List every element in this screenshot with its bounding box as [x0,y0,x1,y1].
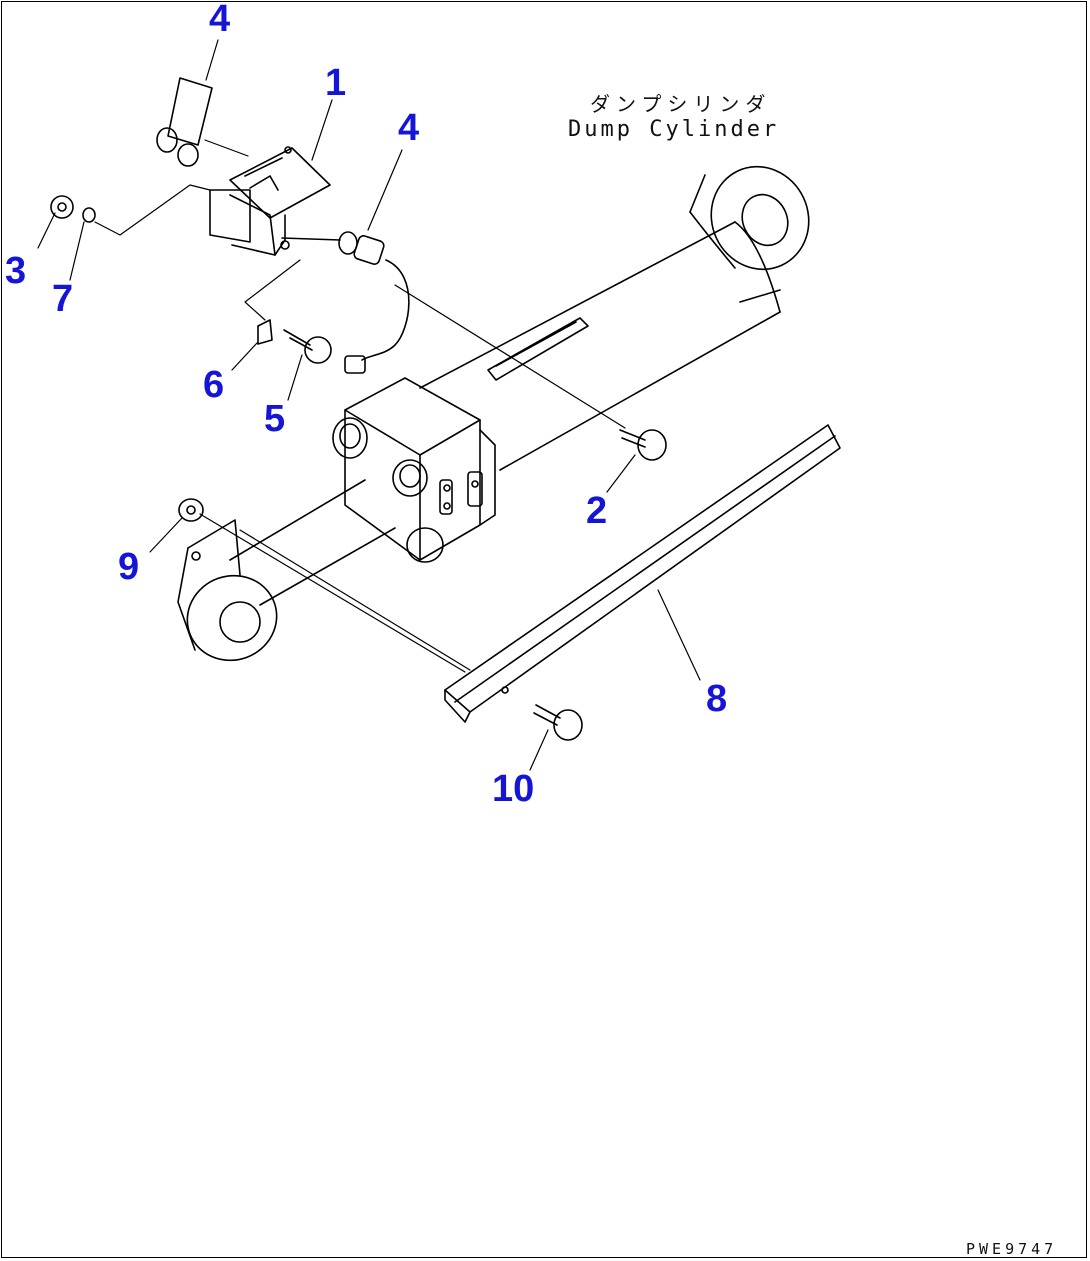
piston-rod [229,479,396,606]
title-japanese: ダンプシリンダ [590,92,772,116]
cylinder-bottom-eye [177,519,278,662]
callout-8: 8 [706,678,728,720]
valve-block [332,377,496,563]
callout-3: 3 [5,250,27,292]
bolt-10 [533,704,583,741]
cylinder-barrel [419,211,781,471]
sensor-slot-bracket [487,317,589,381]
proximity-switch [281,231,410,374]
callout-6: 6 [203,364,225,406]
callout-1: 1 [325,62,347,104]
callout-4-lower: 4 [398,107,420,149]
callout-5: 5 [264,398,286,440]
callout-9: 9 [118,546,140,588]
nut-and-washer [50,195,96,223]
bolt-and-plate [257,319,332,364]
callout-7: 7 [52,278,74,320]
drawing-number: PWE9747 [966,1240,1058,1258]
callout-10: 10 [492,768,535,810]
title-english: Dump Cylinder [568,117,780,142]
bolt-2 [619,429,667,461]
cover-angle-bar [444,424,841,723]
callout-leaders [37,39,701,771]
cylinder-head-eye [689,165,810,303]
assembly-lines [94,139,626,673]
switch-bracket [209,146,331,256]
proximity-switch-upper [156,77,213,167]
washer-9 [178,498,204,522]
callout-4-upper: 4 [209,0,231,40]
callout-2: 2 [586,490,608,532]
